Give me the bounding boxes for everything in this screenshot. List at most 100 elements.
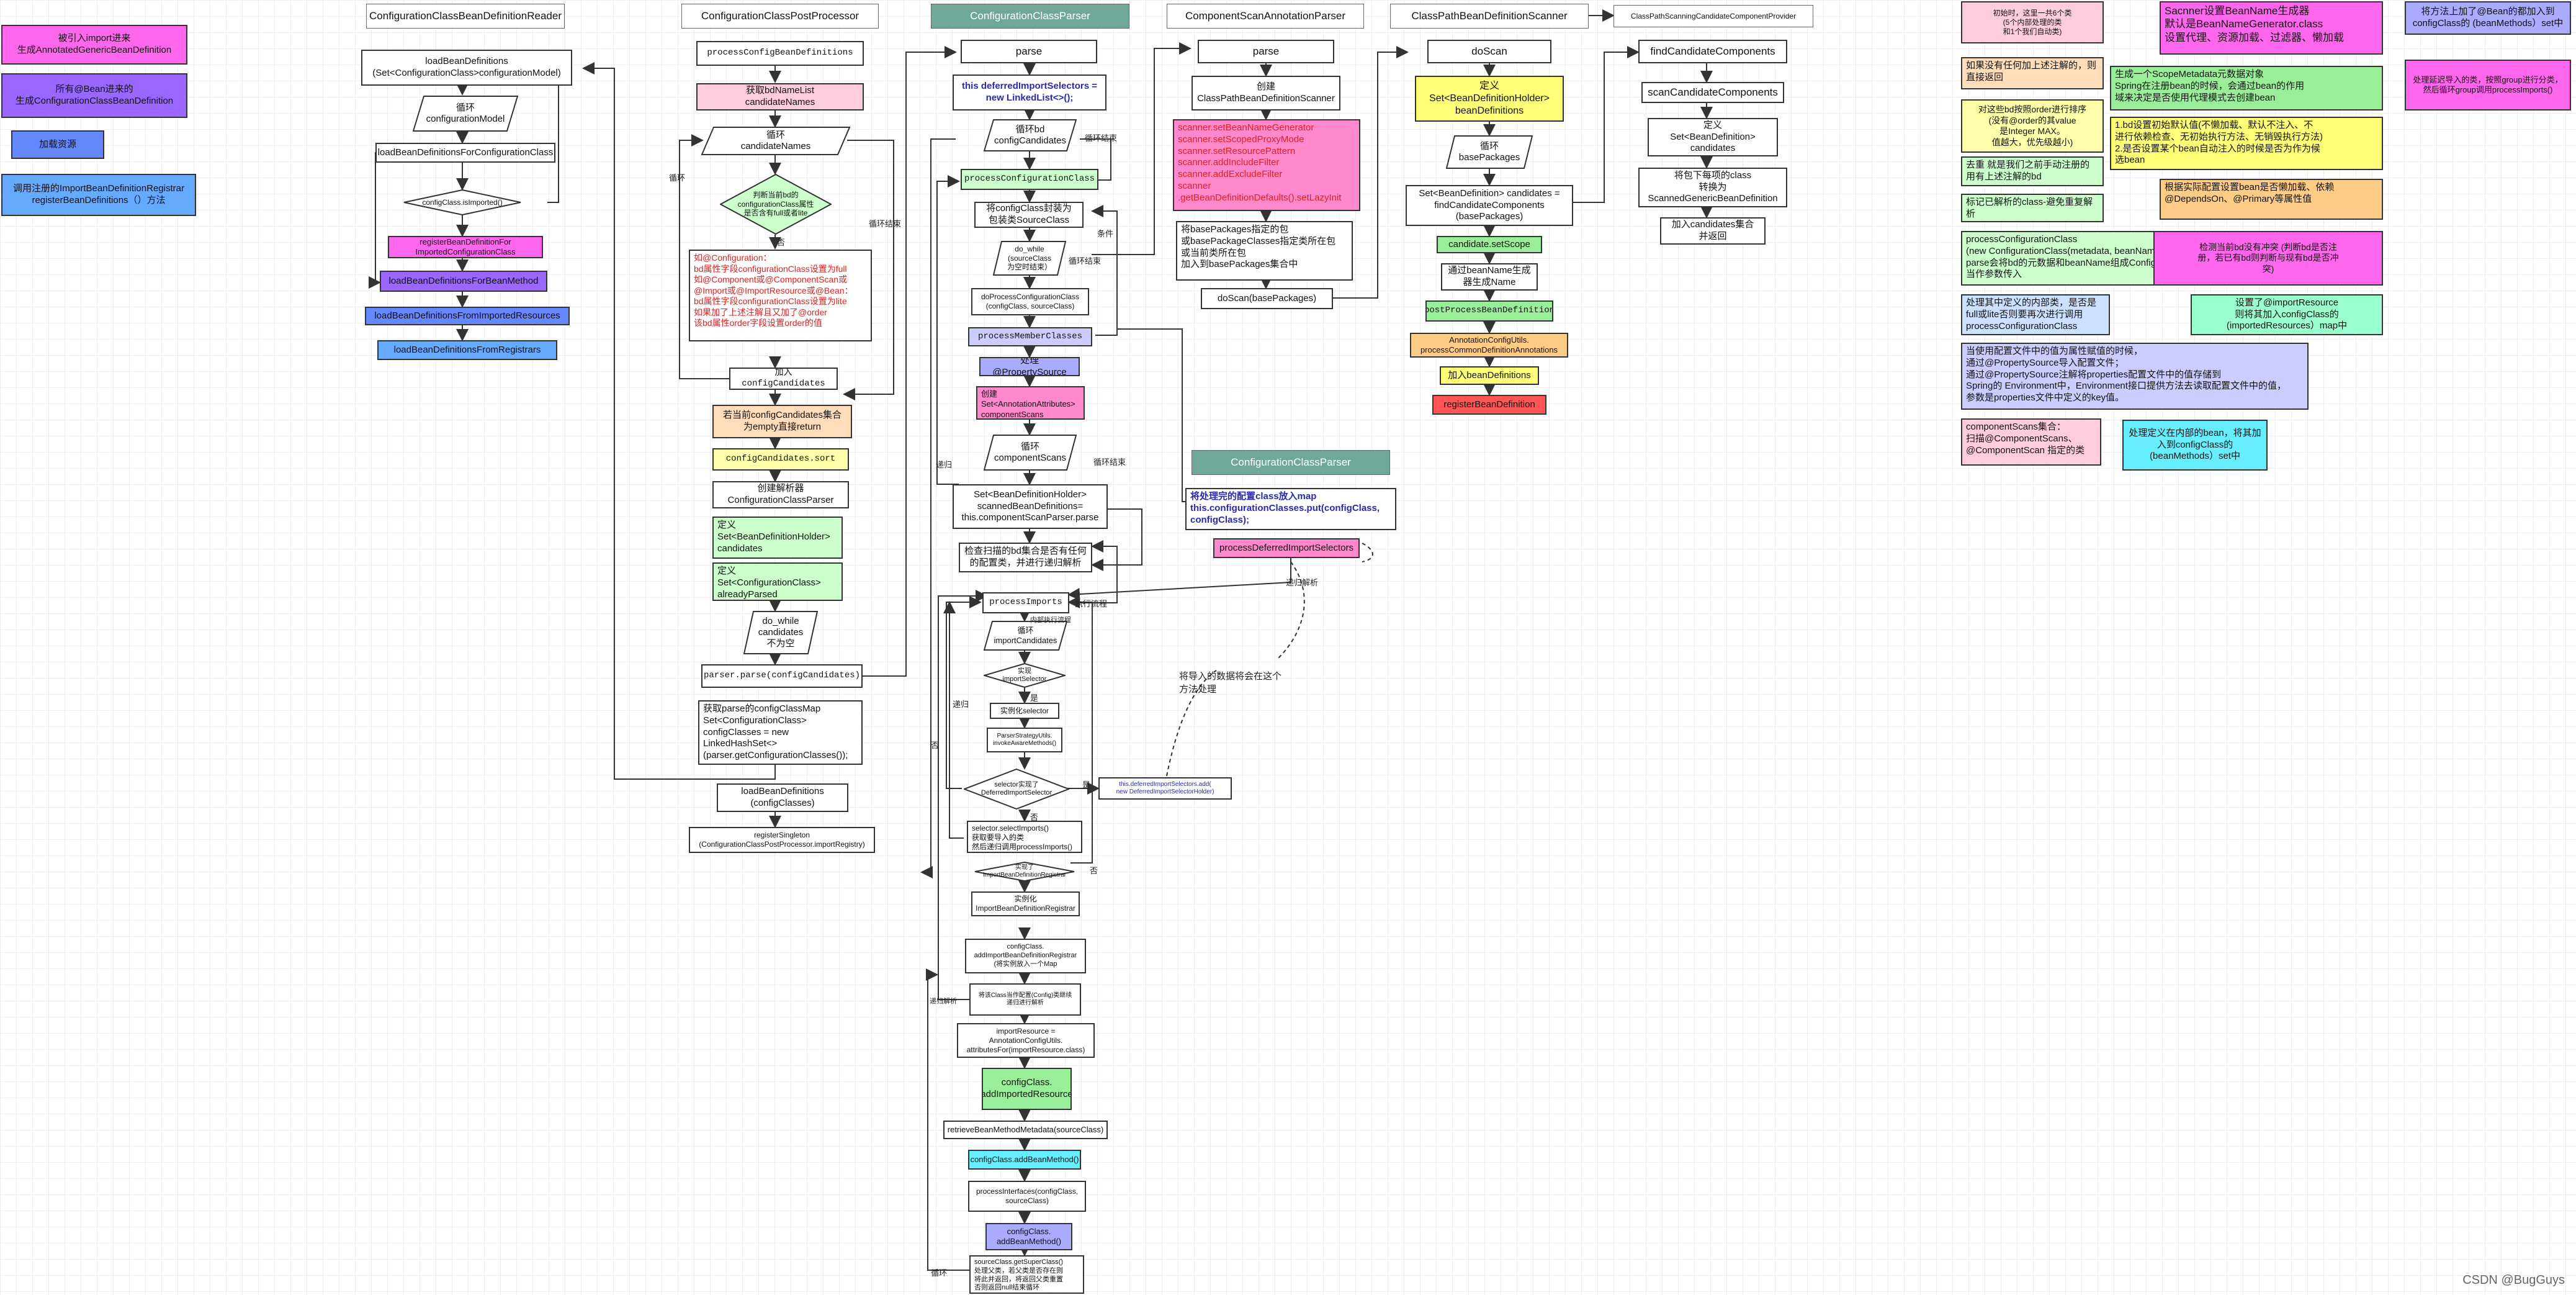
post-register-singleton: registerSingleton (ConfigurationClassPos… bbox=[689, 827, 875, 853]
parser-loop-scans-label: 循环 componentScans bbox=[994, 441, 1066, 463]
post-dowhile-label: do_while candidates 不为空 bbox=[758, 616, 804, 649]
parser-dowhile: do_while (sourceClass 为空时结束） bbox=[993, 241, 1066, 276]
note-scope-metadata: 生成一个ScopeMetadata元数据对象 Spring在注册bean的时候，… bbox=[2110, 66, 2383, 111]
reader-is-imported-label: configClass.isImported() bbox=[422, 197, 503, 207]
label-innerflow: 内部执行流程 bbox=[1030, 616, 1071, 624]
parser-process-imports: processImports bbox=[982, 592, 1069, 613]
post-define-candidates: 定义 Set<BeanDefinitionHolder> candidates bbox=[712, 517, 843, 559]
label-yes-deferred: 是 bbox=[1082, 780, 1091, 790]
cs-doscan: doScan(basePackages) bbox=[1201, 288, 1333, 309]
parser-scanned-bd: Set<BeanDefinitionHolder> scannedBeanDef… bbox=[953, 484, 1108, 529]
post-process-config-bd: processConfigBeanDefinitions bbox=[696, 41, 864, 66]
prov-add: 加入candidates集合 并返回 bbox=[1660, 217, 1766, 245]
label-loopend-parser-2: 循环结束 bbox=[1069, 256, 1102, 266]
reader-register-imported: registerBeanDefinitionFor ImportedConfig… bbox=[388, 236, 543, 258]
parser-retrieve-bean-methods: retrieveBeanMethodMetadata(sourceClass) bbox=[943, 1121, 1108, 1139]
parser-import-selector-decision: 实现 importSelector bbox=[984, 663, 1066, 688]
parser-invoke-aware: ParserStrategyUtils. invokeAwareMethods(… bbox=[987, 728, 1062, 752]
parser-add-bean-method-2: configClass. addBeanMethod() bbox=[985, 1223, 1072, 1250]
sc-common-annotations: AnnotationConfigUtils. processCommonDefi… bbox=[1410, 333, 1568, 358]
watermark: CSDN @BugGuys bbox=[2462, 1273, 2565, 1287]
label-loopend-parser: 循环结束 bbox=[1085, 133, 1118, 143]
label-loop-super: 循环 bbox=[931, 1268, 948, 1278]
legend-registrars: 调用注册的ImportBeanDefinitionRegistrar regis… bbox=[1, 174, 196, 216]
note-deferred-group: 处理延迟导入的类，按照group进行分类， 然后循环group调用process… bbox=[2405, 60, 2571, 111]
reader-load-bd: loadBeanDefinitions (Set<ConfigurationCl… bbox=[361, 50, 572, 86]
sc-register-bd: registerBeanDefinition bbox=[1432, 395, 1546, 415]
label-loop-post: 循环 bbox=[669, 173, 686, 183]
cs-base-packages: 将basePackages指定的包 或basePackageClasses指定类… bbox=[1176, 221, 1353, 281]
post-add-candidates: 加入configCandidates bbox=[729, 368, 838, 390]
legend-imported: 被引入import进来 生成AnnotatedGenericBeanDefini… bbox=[1, 25, 187, 65]
header-provider: ClassPathScanningCandidateComponentProvi… bbox=[1613, 5, 1813, 27]
reader-registrars: loadBeanDefinitionsFromRegistrars bbox=[377, 340, 557, 360]
note-component-scans: componentScans集合： 扫描@ComponentScans、 @Co… bbox=[1961, 418, 2101, 466]
parser-instantiate-registrar: 实例化 ImportBeanDefinitionRegistrar bbox=[971, 891, 1080, 916]
parser-process-deferred: processDeferredImportSelectors bbox=[1213, 538, 1360, 558]
parser-create-attrs: 创建 Set<AnnotationAttributes> componentSc… bbox=[976, 386, 1085, 420]
post-annotation-note: 如@Configuration： bd属性字段configurationClas… bbox=[689, 250, 872, 341]
parser-deferred-decision-label: selector实现了 DeferredImportSelector bbox=[981, 780, 1052, 796]
header-componentscan: ComponentScanAnnotationParser bbox=[1167, 4, 1364, 29]
post-load-bd: loadBeanDefinitions (configClasses) bbox=[717, 783, 848, 812]
note-conflict-check: 检测当前bd没有冲突 (判断bd是否注 册，若已有bd则判断与现有bd是否冲 突… bbox=[2153, 231, 2383, 286]
parser-process-config-class: processConfigurationClass bbox=[961, 169, 1098, 190]
prov-define: 定义 Set<BeanDefinition> candidates bbox=[1648, 118, 1778, 156]
note-mark-parsed: 标记已解析的class-避免重复解析 bbox=[1961, 194, 2104, 222]
post-sort: configCandidates.sort bbox=[712, 448, 849, 471]
note-import-processing: 将导入的数据将会在这个 方法处理 bbox=[1179, 671, 1282, 695]
parser-super-class: sourceClass.getSuperClass() 处理父类，若父类是否存在… bbox=[969, 1255, 1084, 1294]
parser-dowhile-label: do_while (sourceClass 为空时结束） bbox=[1007, 245, 1052, 272]
note-bean-methods: 将方法上加了@Bean的都加入到 configClass的 (beanMetho… bbox=[2405, 1, 2571, 35]
note-inner-bean: 处理定义在内部的bean，将其加 入到configClass的 (beanMet… bbox=[2122, 420, 2268, 471]
sc-doscan: doScan bbox=[1427, 40, 1551, 63]
prov-scan: scanCandidateComponents bbox=[1641, 82, 1784, 103]
sc-post-process: postProcessBeanDefinition bbox=[1425, 300, 1553, 322]
post-define-already-parsed: 定义 Set<ConfigurationClass> alreadyParsed bbox=[712, 562, 843, 601]
cs-setters: scanner.setBeanNameGenerator scanner.set… bbox=[1173, 119, 1360, 211]
label-no-deferred: 否 bbox=[1030, 813, 1039, 822]
parser-add-registrar: configClass. addImportBeanDefinitionRegi… bbox=[965, 939, 1086, 973]
post-judge-label: 判断当前bd的 configurationClass属性 是否含有full或者l… bbox=[737, 191, 814, 218]
parser-property-source: 处理@PropertySource bbox=[979, 357, 1080, 376]
sc-define-set: 定义 Set<BeanDefinitionHolder> beanDefinit… bbox=[1415, 76, 1564, 122]
cs-create-scanner: 创建 ClassPathBeanDefinitionScanner bbox=[1192, 76, 1340, 111]
label-recurse-config: 递归解析 bbox=[930, 998, 957, 1005]
parser-registrar-decision-label: 实现了 ImportBeanDefinitionRegistrar bbox=[983, 864, 1066, 878]
sc-loop-label: 循环 basePackages bbox=[1458, 141, 1520, 163]
label-no-selector: 否 bbox=[931, 741, 940, 750]
parser-add-imported-resource: configClass. addImportedResource bbox=[982, 1068, 1072, 1110]
label-recursive-imports: 递归 bbox=[953, 700, 969, 709]
parser-loop-imports: 循环 importCandidates bbox=[984, 621, 1067, 651]
parser-add-bean-method: configClass.addBeanMethod() bbox=[968, 1150, 1081, 1170]
parser-put-map: 将处理完的配置class放入map this.configurationClas… bbox=[1185, 488, 1396, 530]
post-create-parser: 创建解析器 ConfigurationClassParser bbox=[712, 481, 849, 508]
post-loop-names-label: 循环 candidateNames bbox=[740, 130, 811, 151]
label-execflow: 执行流程 bbox=[1075, 599, 1108, 608]
parser-do-process: doProcessConfigurationClass (configClass… bbox=[971, 288, 1089, 315]
parser-instantiate-selector: 实例化selector bbox=[990, 703, 1059, 719]
parser-as-config: 将该Class当作配置(Config)类继续 递归进行解析 bbox=[969, 983, 1081, 1016]
post-get-names: 获取bdNameList candidateNames bbox=[696, 83, 864, 111]
label-recursive-parser: 递归 bbox=[936, 460, 953, 469]
prov-wrap: 将包下每项的class 转换为 ScannedGenericBeanDefini… bbox=[1638, 168, 1787, 207]
post-dowhile: do_while candidates 不为空 bbox=[743, 611, 818, 654]
parser-member-classes: processMemberClasses bbox=[968, 327, 1092, 346]
label-no-registrar: 否 bbox=[1090, 866, 1098, 875]
header-reader: ConfigurationClassBeanDefinitionReader bbox=[366, 4, 565, 29]
note-inner-class: 处理其中定义的内部类，是否是 full或lite否则要再次进行调用 proces… bbox=[1961, 294, 2110, 335]
parser-import-selector-label: 实现 importSelector bbox=[1002, 667, 1047, 683]
label-loopend-parser-3: 循环结束 bbox=[1093, 458, 1126, 467]
label-no-post: 否 bbox=[777, 238, 786, 247]
note-scanner-settings: Sacnner设置BeanName生成器 默认是BeanNameGenerato… bbox=[2160, 1, 2383, 55]
reader-loop-label: 循环 configurationModel bbox=[426, 102, 505, 124]
post-loop-names: 循环 candidateNames bbox=[701, 127, 850, 155]
post-parser-parse: parser.parse(configCandidates) bbox=[701, 664, 863, 688]
parser-parse: parse bbox=[961, 40, 1097, 63]
parser-select-imports: selector.selectImports() 获取要导入的类 然后递归调用p… bbox=[967, 821, 1082, 853]
note-bd-defaults: 1.bd设置初始默认值(不懒加载、默认不注入、不 进行依赖检查、无初始执行方法、… bbox=[2110, 117, 2383, 170]
note-order-sort: 对这些bd按照order进行排序 (没有@order的其value 是Integ… bbox=[1961, 99, 2104, 153]
parser-loop-bd: 循环bd configCandidates bbox=[984, 119, 1077, 151]
note-import-resource: 设置了@importResource 则将其加入configClass的 (im… bbox=[2191, 294, 2383, 335]
parser-process-interfaces: processInterfaces(configClass, sourceCla… bbox=[968, 1181, 1086, 1212]
